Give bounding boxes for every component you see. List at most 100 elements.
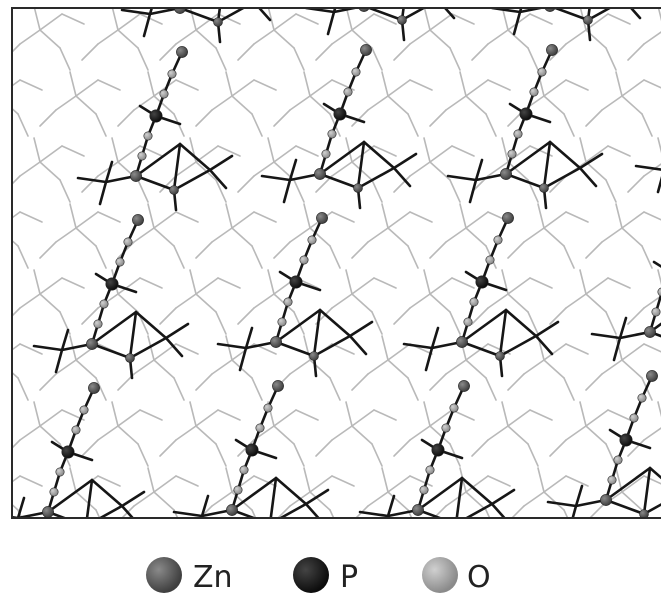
background-bond (585, 409, 609, 427)
background-bond (407, 509, 413, 518)
background-bond (39, 277, 63, 295)
background-bond (0, 14, 6, 24)
background-bond (102, 0, 112, 4)
framework-bond (318, 172, 360, 190)
background-bond (367, 491, 389, 507)
background-bond (17, 377, 29, 401)
background-bond (95, 509, 101, 518)
background-bond (19, 475, 43, 487)
background-bond (303, 335, 311, 361)
background-bond (605, 311, 617, 335)
background-bond (75, 491, 97, 511)
zn-atom (495, 351, 505, 361)
background-bond (563, 509, 569, 518)
legend-label-o: O (467, 560, 491, 595)
background-bond (273, 425, 295, 445)
background-bond (563, 377, 575, 401)
background-bond (451, 13, 475, 25)
background-bond (621, 475, 645, 493)
framework-bond (32, 344, 64, 352)
framework-bond (274, 476, 308, 506)
o-atom (115, 257, 125, 267)
background-bond (501, 401, 509, 427)
background-bond (267, 269, 275, 295)
background-bond (510, 505, 525, 518)
framework-bond (574, 484, 584, 508)
framework-bond (356, 166, 396, 190)
background-bond (147, 71, 155, 97)
background-bond (565, 293, 587, 309)
background-bond (175, 161, 197, 177)
framework-bond (348, 320, 374, 338)
background-bond (615, 203, 623, 229)
background-bond (231, 79, 255, 97)
background-bond (607, 145, 631, 157)
framework-bond (224, 0, 254, 2)
background-bond (217, 277, 241, 289)
zn-atom (272, 380, 284, 392)
background-bond (117, 109, 135, 127)
legend-label-zn: Zn (193, 560, 233, 595)
o-atom (651, 307, 661, 317)
background-bond (195, 277, 219, 295)
background-bond (189, 8, 197, 31)
background-bond (621, 359, 643, 379)
background-bond (507, 425, 529, 445)
background-bond (175, 425, 197, 441)
framework-bond (86, 526, 88, 546)
framework-bond (656, 176, 661, 194)
framework-bond (54, 348, 64, 374)
background-bond (643, 343, 661, 353)
background-bond (19, 29, 41, 45)
background-bond (0, 278, 6, 288)
background-bond (563, 113, 575, 137)
background-bond (387, 227, 409, 247)
background-bond (523, 359, 545, 375)
background-bond (445, 227, 467, 243)
background-bond (471, 439, 489, 457)
background-bond (465, 95, 487, 115)
framework-bond (98, 180, 108, 206)
background-bond (251, 113, 263, 137)
background-bond (487, 425, 509, 441)
background-bond (565, 29, 587, 45)
framework-bond (46, 478, 94, 514)
zn-atom (309, 351, 319, 361)
background-bond (615, 71, 623, 97)
background-bond (97, 211, 121, 223)
background-bond (12, 79, 21, 87)
background-bond (0, 146, 6, 156)
framework-bond (648, 322, 661, 334)
background-bond (153, 227, 175, 247)
framework-bond (326, 10, 336, 36)
legend-item-p: P (293, 557, 358, 595)
background-bond (12, 439, 21, 450)
background-bond (39, 161, 61, 181)
background-bond (39, 29, 61, 49)
background-bond (429, 373, 447, 391)
background-bond (371, 443, 383, 467)
o-atom (343, 87, 353, 97)
background-bond (487, 161, 509, 177)
framework-bond (490, 502, 507, 518)
background-bond (409, 293, 431, 309)
background-bond (173, 509, 179, 518)
framework-bond (648, 330, 661, 338)
background-bond (351, 409, 375, 427)
background-bond (61, 277, 85, 289)
background-bond (657, 269, 661, 286)
background-bond (12, 107, 19, 115)
framework-bond (216, 8, 246, 24)
framework-bond (178, 8, 182, 10)
background-bond (537, 203, 545, 229)
zn-atom (316, 212, 328, 224)
background-bond (588, 505, 603, 518)
framework-bond (402, 342, 434, 350)
background-bond (225, 467, 233, 493)
background-bond (273, 13, 297, 31)
o-atom (449, 403, 459, 413)
background-bond (565, 211, 589, 223)
background-bond (175, 293, 197, 309)
framework-bond (460, 476, 494, 506)
